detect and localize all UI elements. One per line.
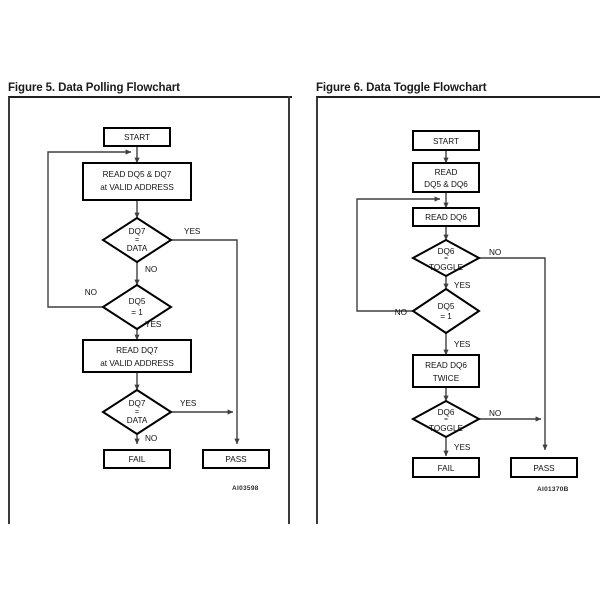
node-fail-2-label: FAIL: [438, 464, 455, 473]
edge-label-dec1-no: NO: [145, 265, 157, 274]
decision-dq7-equals-data-2-line2: =: [135, 409, 139, 416]
node-read-dq5-dq7-line1: READ DQ5 & DQ7: [103, 170, 172, 179]
figure-6-flowchart: START READ DQ5 & DQ6 READ DQ6 DQ6 = TOGG…: [356, 130, 578, 478]
decision-dq5-equals-1-2-line2: = 1: [440, 312, 452, 321]
figure-5-frame-right-edge: [288, 96, 290, 524]
decision-dq7-equals-data-1-line3: DATA: [127, 244, 148, 253]
decision-dq6-toggle-1-line3: TOGGLE: [429, 263, 464, 272]
edge-label-t-dec2-yes: YES: [454, 340, 471, 349]
decision-dq5-equals-1-2-line1: DQ5: [438, 302, 455, 311]
node-read-dq6-twice: [412, 354, 480, 388]
node-read-dq5-dq6-line2: DQ5 & DQ6: [424, 180, 468, 189]
node-read-dq5-dq6-line1: READ: [435, 168, 458, 177]
node-read-dq5-dq7-line2: at VALID ADDRESS: [100, 183, 174, 192]
decision-dq6-toggle-2-line1: DQ6: [438, 408, 455, 417]
node-pass-2-label: PASS: [533, 464, 555, 473]
node-read-dq5-dq6: [412, 162, 480, 193]
node-read-dq7-line1: READ DQ7: [116, 346, 158, 355]
node-start-label: START: [124, 133, 150, 142]
edge-label-t-dec3-yes: YES: [454, 443, 471, 452]
decision-dq5-equals-1-2: [411, 287, 481, 335]
node-fail-label: FAIL: [129, 455, 146, 464]
decision-dq5-equals-1: [101, 283, 173, 331]
node-read-dq7: [82, 339, 192, 373]
decision-dq7-equals-data-2-line3: DATA: [127, 416, 148, 425]
edge-label-dec2-yes: YES: [145, 320, 162, 329]
node-read-dq5-dq7: [82, 162, 192, 201]
node-fail: [103, 449, 171, 469]
node-read-dq6-label: READ DQ6: [425, 213, 467, 222]
figure-5-id: AI03598: [232, 485, 259, 492]
edge-label-t-dec2-no: NO: [395, 308, 407, 317]
edge-label-dec1-yes: YES: [184, 227, 201, 236]
figure-5-flowchart: START READ DQ5 & DQ7 at VALID ADDRESS DQ…: [47, 127, 270, 469]
edge-label-dec3-no: NO: [145, 434, 157, 443]
node-fail-2: [412, 457, 480, 478]
decision-dq7-equals-data-2: [101, 388, 173, 436]
decision-dq5-equals-1-line1: DQ5: [129, 297, 146, 306]
node-read-dq6-twice-line2: TWICE: [433, 374, 460, 383]
edge-label-dec3-yes: YES: [180, 399, 197, 408]
decision-dq6-toggle-1-line2: =: [444, 255, 448, 262]
decision-dq7-equals-data-1-line2: =: [135, 237, 139, 244]
figure-6-frame: [316, 96, 600, 524]
node-read-dq6-twice-line1: READ DQ6: [425, 361, 467, 370]
decision-dq7-equals-data-1-line1: DQ7: [129, 227, 146, 236]
edge-label-t-dec1-yes: YES: [454, 281, 471, 290]
decision-dq6-toggle-1-line1: DQ6: [438, 247, 455, 256]
node-start: [103, 127, 171, 147]
figure-6-id: AI01370B: [537, 486, 569, 493]
node-read-dq7-line2: at VALID ADDRESS: [100, 359, 174, 368]
edge-label-dec2-no: NO: [85, 288, 97, 297]
figure-6-title: Figure 6. Data Toggle Flowchart: [316, 82, 487, 94]
decision-dq6-toggle-2-line3: TOGGLE: [429, 424, 464, 433]
edge-label-t-dec1-no: NO: [489, 248, 501, 257]
decision-dq7-equals-data-2-line1: DQ7: [129, 399, 146, 408]
decision-dq7-equals-data-1: [101, 216, 173, 264]
node-pass-2: [510, 457, 578, 478]
node-read-dq6: [412, 207, 480, 227]
decision-dq6-toggle-1: [410, 238, 482, 278]
decision-dq6-toggle-2-line2: =: [444, 416, 448, 423]
node-start-2: [412, 130, 480, 151]
figure-5-title: Figure 5. Data Polling Flowchart: [8, 82, 180, 94]
node-pass: [202, 449, 270, 469]
node-pass-label: PASS: [225, 455, 247, 464]
figure-5-frame: [8, 96, 292, 524]
decision-dq5-equals-1-line2: = 1: [131, 308, 143, 317]
decision-dq6-toggle-2: [410, 399, 482, 439]
node-start-2-label: START: [433, 137, 459, 146]
edge-label-t-dec3-no: NO: [489, 409, 501, 418]
